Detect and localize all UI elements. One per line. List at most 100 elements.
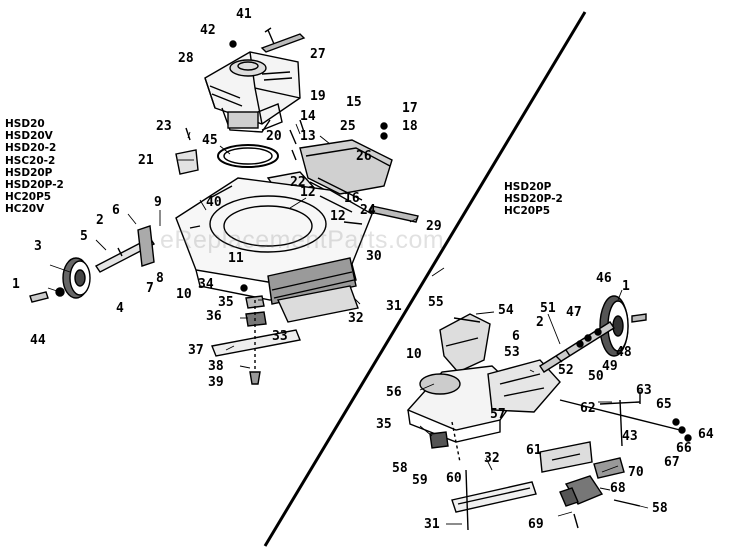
transmission-part <box>487 359 561 413</box>
callout-1: 1 <box>12 277 20 292</box>
callout-r59: 59 <box>412 473 428 488</box>
bracket-7-part <box>137 225 155 267</box>
callout-12b: 12 <box>330 209 346 224</box>
callout-16: 16 <box>344 191 360 206</box>
watermark-text: eReplacementParts.com <box>160 226 445 254</box>
callout-45: 45 <box>202 133 218 148</box>
callout-r57: 57 <box>490 407 506 422</box>
callout-r69: 69 <box>528 517 544 532</box>
callout-41: 41 <box>236 7 252 22</box>
callout-39: 39 <box>208 375 224 390</box>
callout-r31: 31 <box>424 517 440 532</box>
nut-34-part <box>240 284 248 292</box>
adapter-59-part <box>429 431 449 449</box>
bolt-39-part <box>249 371 261 385</box>
callout-7: 7 <box>146 281 154 296</box>
plate-32-part <box>276 285 359 323</box>
screw-23-part <box>185 127 191 141</box>
model-number: HSC20-2 <box>5 154 56 167</box>
callout-36: 36 <box>206 309 222 324</box>
model-number: HC20P5 <box>504 205 551 218</box>
callout-3: 3 <box>34 239 42 254</box>
left-assembly <box>29 27 419 385</box>
callout-42: 42 <box>200 23 216 38</box>
callout-r1: 1 <box>622 279 630 294</box>
callout-33: 33 <box>272 329 288 344</box>
callout-r67: 67 <box>664 455 680 470</box>
callout-14: 14 <box>300 109 316 124</box>
callout-32: 32 <box>348 311 364 326</box>
model-number: HSD20 <box>5 118 45 130</box>
callout-r46: 46 <box>596 271 612 286</box>
callout-r48: 48 <box>616 345 632 360</box>
callout-r35: 35 <box>376 417 392 432</box>
callout-r43: 43 <box>622 429 638 444</box>
model-number: HSD20P <box>5 166 53 179</box>
callout-r64: 64 <box>698 427 714 442</box>
callout-r52: 52 <box>558 363 574 378</box>
callout-10: 10 <box>176 287 192 302</box>
callout-22: 22 <box>290 175 306 190</box>
callout-r63: 63 <box>636 383 652 398</box>
callout-r10: 10 <box>406 347 422 362</box>
spring-58-part <box>613 499 641 507</box>
model-number: HSD20P-2 <box>5 179 64 192</box>
callout-37: 37 <box>188 343 204 358</box>
callout-31: 31 <box>386 299 402 314</box>
callout-r62: 62 <box>580 401 596 416</box>
callout-r70: 70 <box>628 465 644 480</box>
model-number: HSD20P <box>504 181 552 193</box>
bolt-41-part <box>264 27 275 45</box>
callout-r55: 55 <box>428 295 444 310</box>
callout-r47: 47 <box>566 305 582 320</box>
callout-38: 38 <box>208 359 224 374</box>
seal-ring-part <box>217 144 279 168</box>
callout-23: 23 <box>156 119 172 134</box>
rod-29-part <box>369 205 419 223</box>
callout-20: 20 <box>266 129 282 144</box>
callout-r60: 60 <box>446 471 462 486</box>
callout-40: 40 <box>206 195 222 210</box>
model-number: HC20P5 <box>5 191 52 204</box>
callout-35: 35 <box>218 295 234 310</box>
model-number: HC20V <box>5 203 45 216</box>
divider-line <box>263 11 587 547</box>
callout-24: 24 <box>360 203 376 218</box>
callout-r68: 68 <box>610 481 626 496</box>
rod-27-part <box>260 33 306 53</box>
hub-36-part <box>245 311 267 327</box>
bolt-1-part <box>29 291 49 303</box>
callout-4: 4 <box>116 301 124 316</box>
callout-r53: 53 <box>504 345 520 360</box>
callout-12a: 12 <box>300 185 316 200</box>
callout-25: 25 <box>340 119 356 134</box>
model-number: HSD20V <box>5 130 53 143</box>
right-assembly <box>406 295 692 531</box>
baffle-70-part <box>593 457 625 479</box>
callout-26: 26 <box>356 149 372 164</box>
blade-r32-part <box>451 481 537 513</box>
callout-13: 13 <box>300 129 316 144</box>
callout-29: 29 <box>426 219 442 234</box>
callout-11: 11 <box>228 251 244 266</box>
blade-37-part <box>211 329 301 357</box>
leader-lines <box>47 123 649 525</box>
callout-r58b: 58 <box>652 501 668 516</box>
callout-6: 6 <box>112 203 120 218</box>
callout-34: 34 <box>198 277 214 292</box>
callout-2: 2 <box>96 213 104 228</box>
callout-27: 27 <box>310 47 326 62</box>
callout-r32: 32 <box>484 451 500 466</box>
wheel-3-part <box>62 257 91 299</box>
callout-44: 44 <box>30 333 46 348</box>
callout-9: 9 <box>154 195 162 210</box>
callout-r49: 49 <box>602 359 618 374</box>
callout-19: 19 <box>310 89 326 104</box>
bracket-21-part <box>175 149 199 175</box>
callout-r6: 6 <box>512 329 520 344</box>
callout-r50: 50 <box>588 369 604 384</box>
